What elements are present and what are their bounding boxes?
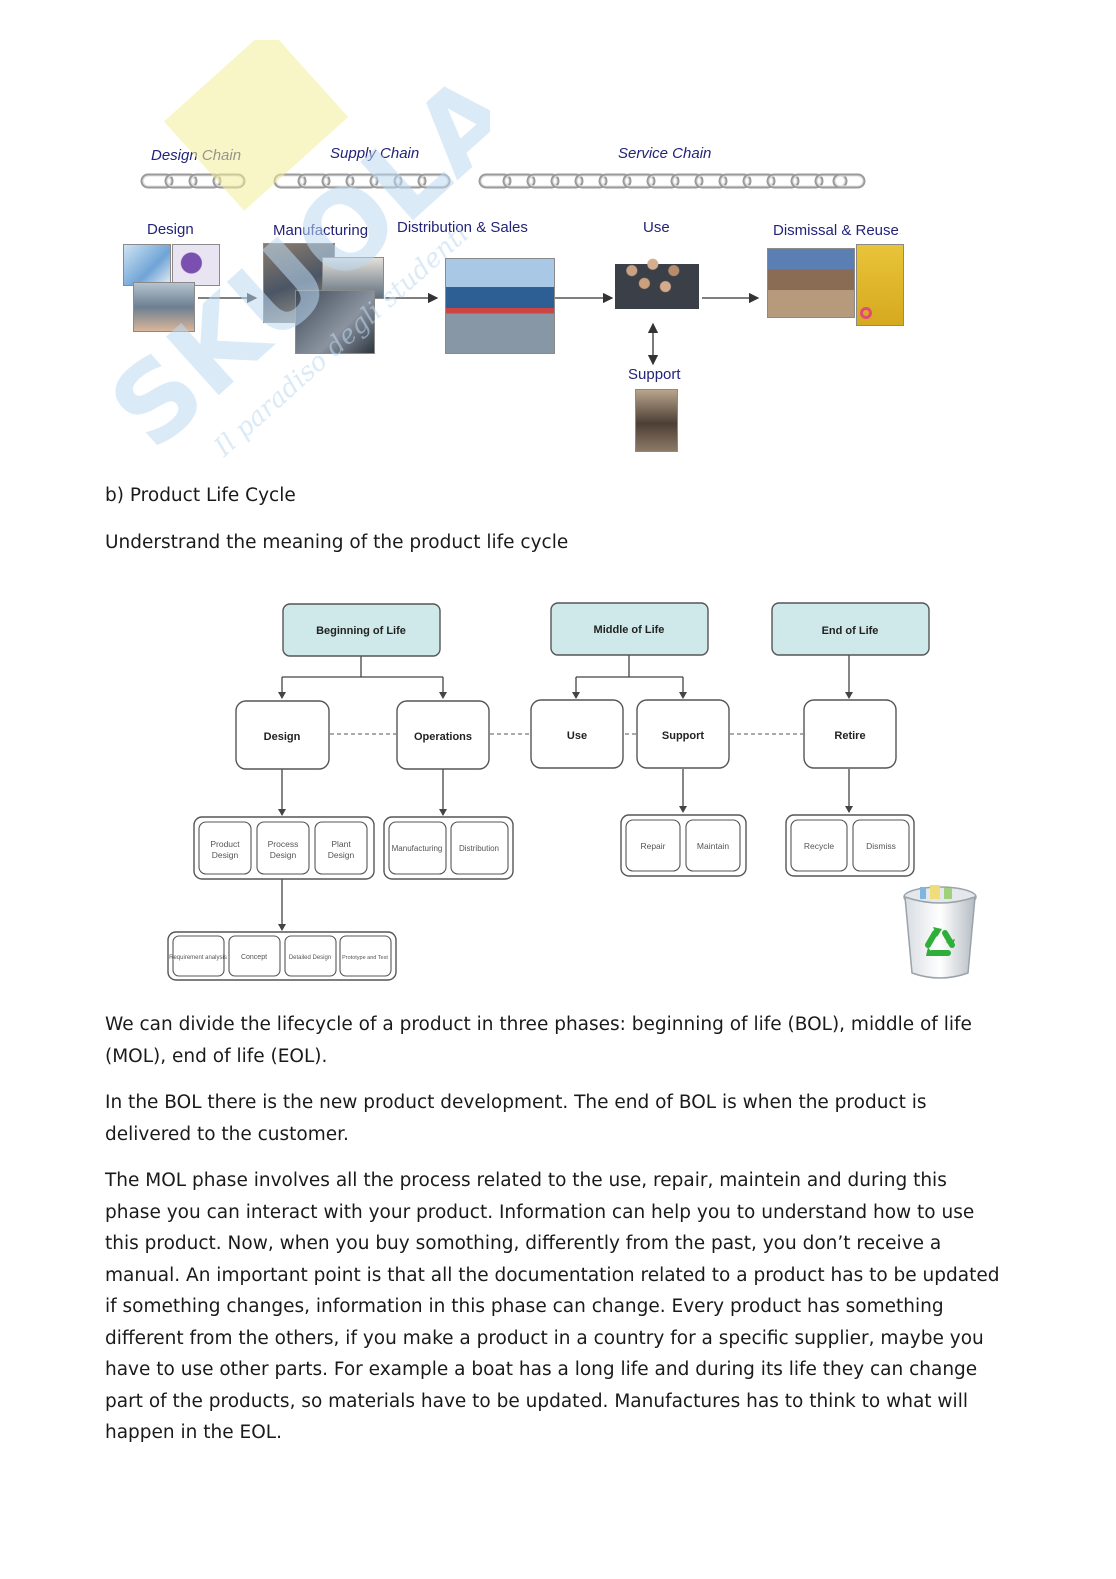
design-label: Design xyxy=(264,731,301,743)
manufacturing-photo-3 xyxy=(295,290,375,354)
phase-eol-box xyxy=(771,602,930,656)
service-chain-label: Service Chain xyxy=(618,145,712,162)
operations-box xyxy=(396,700,490,770)
dismiss-label: Dismiss xyxy=(866,841,896,851)
maintain-label: Maintain xyxy=(697,841,729,851)
stage-use-label: Use xyxy=(643,219,670,236)
prototype-test-label: Prototype and Test xyxy=(342,955,388,961)
stage-distribution-label: Distribution & Sales xyxy=(397,219,528,236)
use-label: Use xyxy=(567,730,587,742)
concept-label: Concept xyxy=(241,954,267,961)
color-wheel-icon xyxy=(860,307,872,319)
support-photo xyxy=(635,389,678,452)
stage-design-label: Design xyxy=(147,221,194,238)
recycle-label: Recycle xyxy=(804,841,835,851)
distribution-node-label: Distribution xyxy=(459,844,499,853)
phase-mol-label: Middle of Life xyxy=(594,624,665,636)
life-cycle-diagram: Beginning of Life Middle of Life End of … xyxy=(167,602,930,981)
section-intro: Understrand the meaning of the product l… xyxy=(105,532,569,553)
chain-links-graphic xyxy=(140,173,866,189)
detailed-design-label: Detailed Design xyxy=(289,955,331,961)
use-photo-people xyxy=(615,245,699,309)
support-label: Support xyxy=(628,366,681,383)
design-box xyxy=(235,700,330,770)
phase-bol-label: Beginning of Life xyxy=(316,625,406,637)
phase-eol-label: End of Life xyxy=(822,625,879,637)
watermark-logo: SKUOLA Il paradiso degli studenti xyxy=(87,40,490,473)
retire-label: Retire xyxy=(834,730,865,742)
paragraph-mol: The MOL phase involves all the process r… xyxy=(105,1170,1000,1443)
paragraph-phases: We can divide the lifecycle of a product… xyxy=(105,1014,972,1067)
use-box xyxy=(530,699,624,769)
repair-label: Repair xyxy=(640,841,665,851)
stage-dismissal-label: Dismissal & Reuse xyxy=(773,222,899,239)
section-heading: b) Product Life Cycle xyxy=(105,485,296,506)
design-photo-team xyxy=(133,282,195,332)
stage-manufacturing-label: Manufacturing xyxy=(273,222,369,239)
design-photo-cad xyxy=(123,244,171,286)
operations-label: Operations xyxy=(414,731,472,743)
supply-chain-label: Supply Chain xyxy=(330,145,420,162)
recycle-bin-icon xyxy=(903,885,977,979)
requirement-analysis-label: Requirement analysis xyxy=(169,955,227,961)
dismissal-photo-scrap xyxy=(767,248,855,318)
retire-box xyxy=(803,699,897,769)
phase-bol-box xyxy=(282,603,441,657)
manufacturing-node-label: Manufacturing xyxy=(392,844,443,853)
flow-arrows xyxy=(198,292,760,366)
support-node-label: Support xyxy=(662,730,704,742)
product-design-children-group xyxy=(167,931,397,981)
phase-mol-box xyxy=(550,602,709,656)
paragraph-bol: In the BOL there is the new product deve… xyxy=(105,1092,927,1145)
distribution-photo xyxy=(445,258,555,354)
design-photo-parts xyxy=(172,244,220,286)
design-chain-label: Design Chain xyxy=(151,147,242,164)
support-box xyxy=(636,699,730,769)
